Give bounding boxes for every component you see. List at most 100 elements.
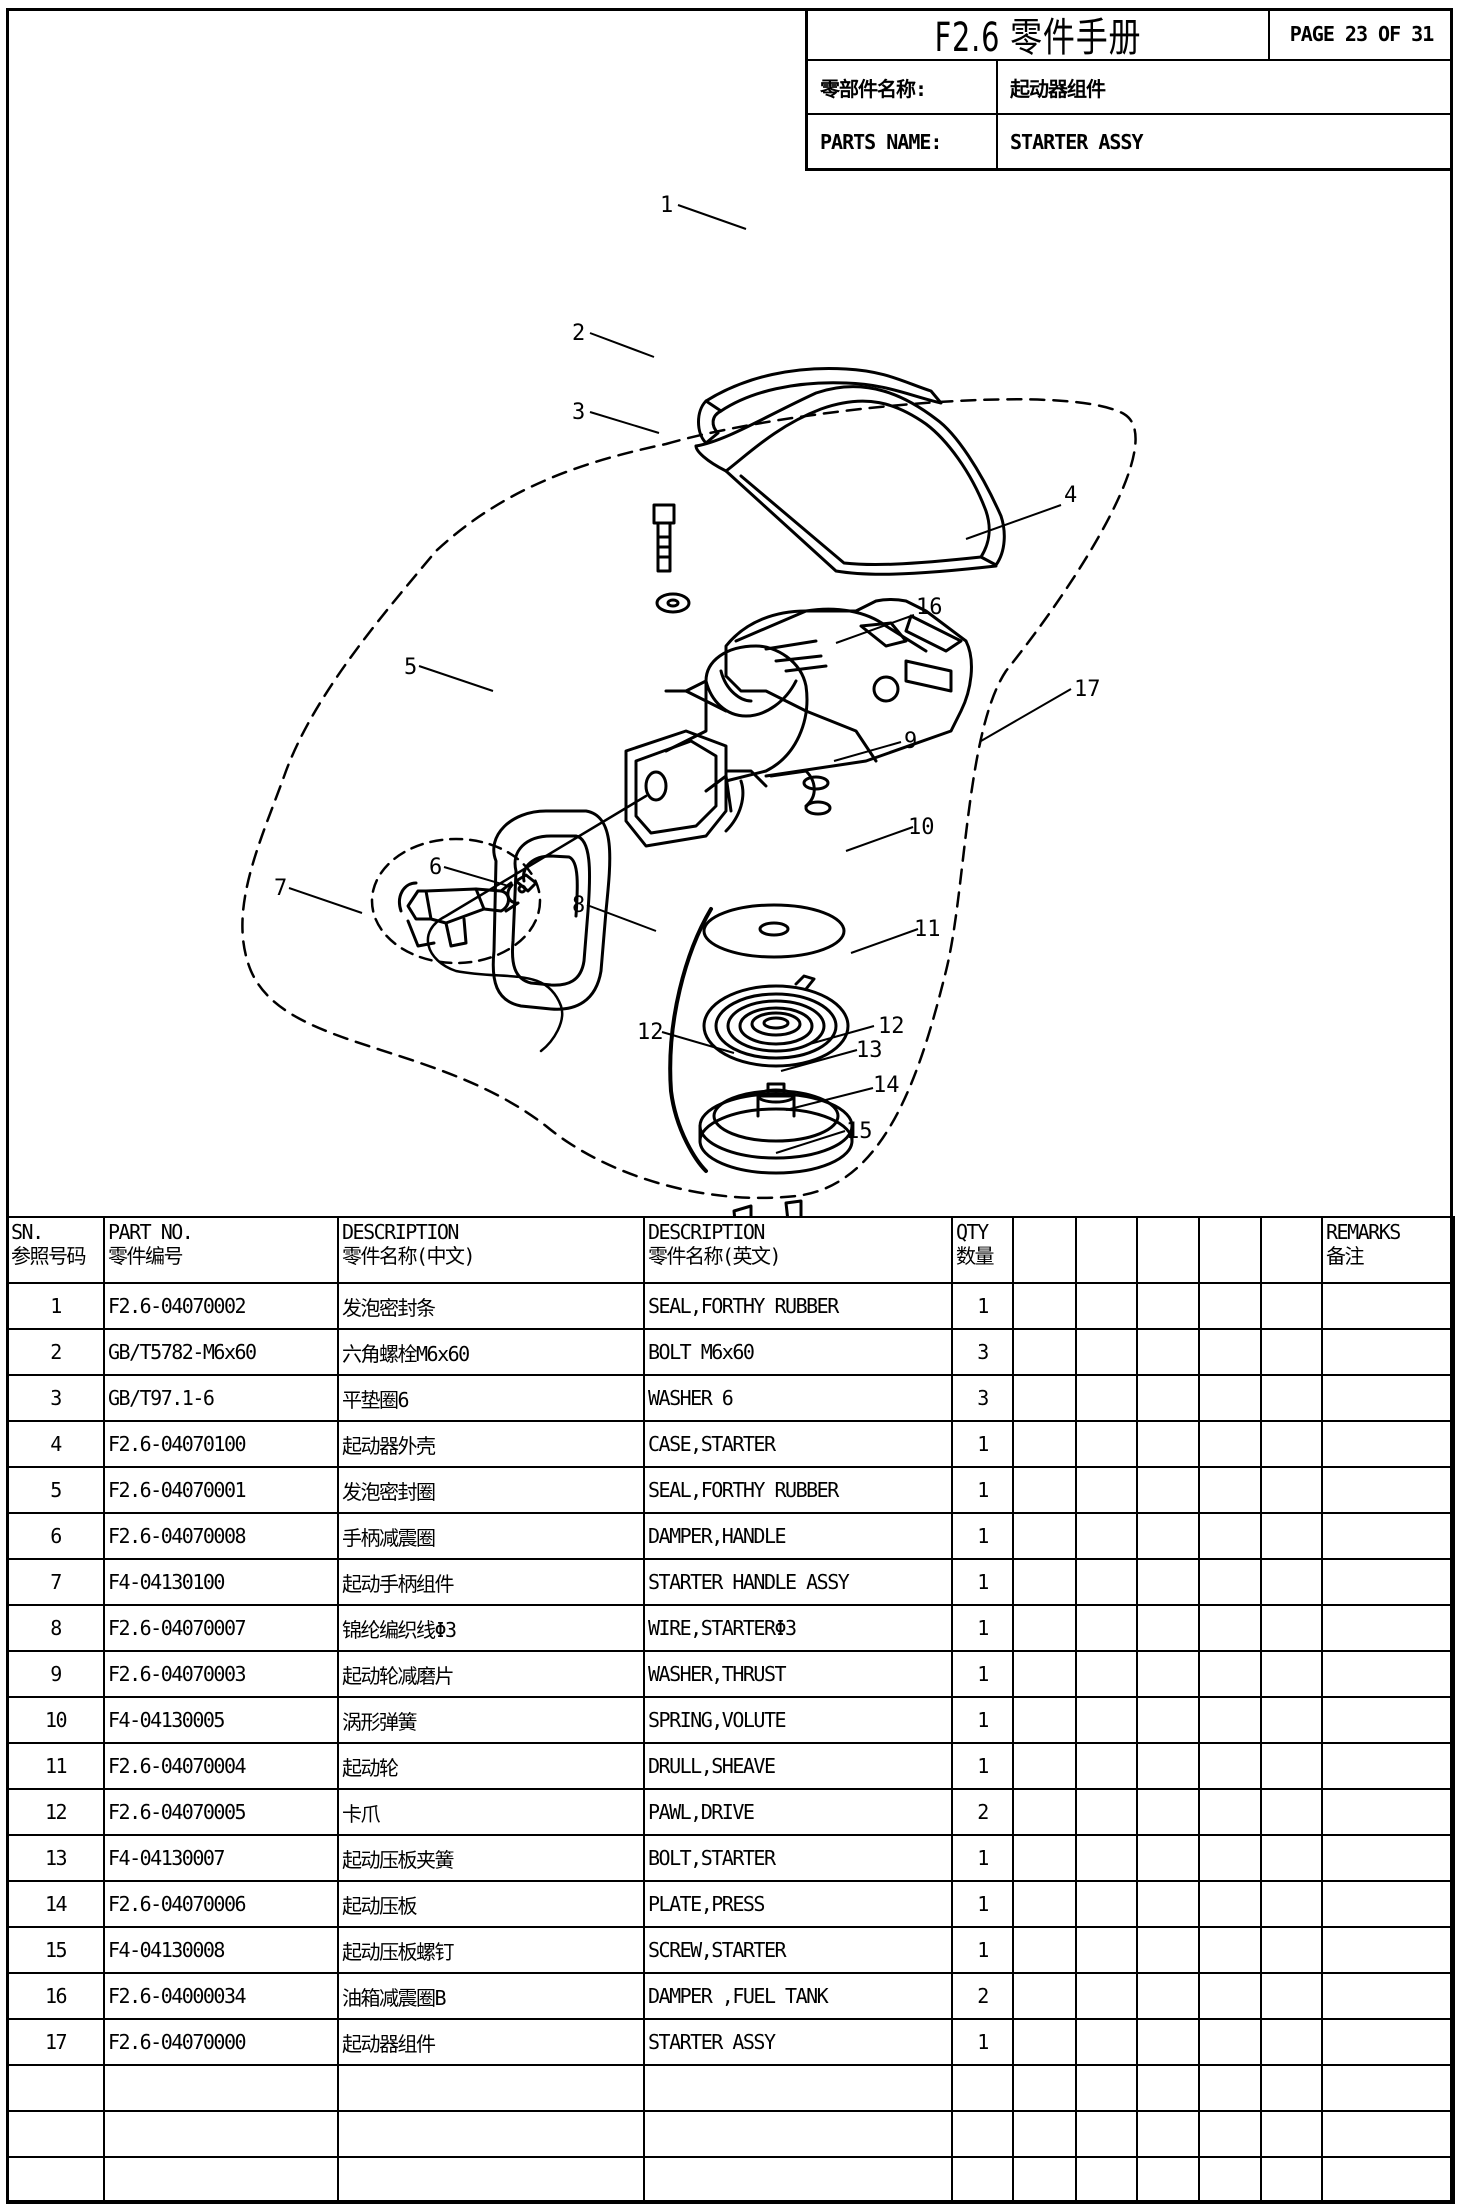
- cell-blank: [1198, 1834, 1262, 1882]
- cell-blank: [1198, 2018, 1262, 2066]
- cell-part: F2.6-04070002: [103, 1282, 339, 1330]
- cell-blank: [1075, 1788, 1138, 1836]
- cell-empty: [1075, 2110, 1138, 2158]
- cell-blank: [1012, 1880, 1077, 1928]
- cell-blank: [1075, 1328, 1138, 1376]
- cell-empty: [1198, 2110, 1262, 2158]
- cell-en: WASHER,THRUST: [643, 1650, 953, 1698]
- page-number: PAGE 23 OF 31: [1268, 8, 1453, 59]
- callout-8: 8: [572, 893, 586, 918]
- cell-blank: [1012, 1742, 1077, 1790]
- cell-blank: [1198, 1604, 1262, 1652]
- header-part-no: PART NO.零件编号: [103, 1216, 339, 1284]
- cell-qty: 1: [951, 1880, 1014, 1928]
- cell-empty: [103, 2064, 339, 2112]
- callout-15: 15: [846, 1119, 873, 1144]
- volute-spring-part: [702, 974, 850, 1068]
- cell-remarks: [1321, 1834, 1455, 1882]
- cell-qty: 1: [951, 1420, 1014, 1468]
- cell-blank: [1260, 1926, 1323, 1974]
- cell-empty: [643, 2156, 953, 2204]
- cell-cn: 锦纶编织线Φ3: [337, 1604, 645, 1652]
- callout-10: 10: [908, 815, 935, 840]
- pawl-part-left: [732, 1204, 753, 1216]
- cell-sn: 9: [6, 1650, 105, 1698]
- cell-blank: [1075, 1512, 1138, 1560]
- cell-remarks: [1321, 1420, 1455, 1468]
- cell-empty: [1321, 2156, 1455, 2204]
- cell-en: STARTER ASSY: [643, 2018, 953, 2066]
- cell-part: F2.6-04000034: [103, 1972, 339, 2020]
- cell-empty: [1260, 2110, 1323, 2158]
- cell-sn: 3: [6, 1374, 105, 1422]
- cell-remarks: [1321, 1558, 1455, 1606]
- cell-blank: [1075, 1742, 1138, 1790]
- table-row-empty: [6, 2110, 1455, 2158]
- washer-part: [655, 592, 691, 614]
- cell-cn: 起动压板: [337, 1880, 645, 1928]
- cell-blank: [1136, 1696, 1200, 1744]
- cell-blank: [1136, 1880, 1200, 1928]
- thrust-washer-part: [702, 903, 846, 959]
- cell-empty: [1012, 2156, 1077, 2204]
- cell-qty: 1: [951, 1558, 1014, 1606]
- cell-remarks: [1321, 1650, 1455, 1698]
- cell-sn: 1: [6, 1282, 105, 1330]
- cell-en: SEAL,FORTHY RUBBER: [643, 1282, 953, 1330]
- cell-cn: 起动轮: [337, 1742, 645, 1790]
- cell-blank: [1012, 2018, 1077, 2066]
- cell-empty: [6, 2110, 105, 2158]
- cell-part: F2.6-04070000: [103, 2018, 339, 2066]
- fuel-tank-damper-part: [802, 775, 832, 816]
- cell-blank: [1012, 1834, 1077, 1882]
- cell-empty: [103, 2156, 339, 2204]
- cell-empty: [337, 2110, 645, 2158]
- seal-ring-part: [491, 809, 612, 1011]
- cell-part: F4-04130005: [103, 1696, 339, 1744]
- cell-en: BOLT M6x60: [643, 1328, 953, 1376]
- cell-qty: 1: [951, 1926, 1014, 1974]
- callout-12b: 12: [878, 1014, 905, 1039]
- cell-remarks: [1321, 2018, 1455, 2066]
- cell-part: GB/T5782-M6x60: [103, 1328, 339, 1376]
- callout-5: 5: [404, 655, 418, 680]
- handle-group-outline: [370, 837, 542, 965]
- cell-blank: [1260, 1374, 1323, 1422]
- cell-cn: 起动轮减磨片: [337, 1650, 645, 1698]
- callout-7: 7: [274, 876, 288, 901]
- cell-empty: [643, 2110, 953, 2158]
- name-row-cn: 零部件名称: 起动器组件: [808, 61, 1453, 115]
- cell-empty: [337, 2064, 645, 2112]
- cell-empty: [1321, 2064, 1455, 2112]
- cell-blank: [1198, 1282, 1262, 1330]
- cell-blank: [1012, 1650, 1077, 1698]
- header-sn: SN.参照号码: [6, 1216, 105, 1284]
- starter-assy-boundary: [241, 398, 1137, 1200]
- cell-sn: 6: [6, 1512, 105, 1560]
- cell-part: F2.6-04070004: [103, 1742, 339, 1790]
- cell-blank: [1136, 1466, 1200, 1514]
- cell-remarks: [1321, 1880, 1455, 1928]
- cell-blank: [1136, 1282, 1200, 1330]
- callout-9: 9: [904, 729, 918, 754]
- name-row-en: PARTS NAME: STARTER ASSY: [808, 115, 1453, 168]
- cell-empty: [1136, 2110, 1200, 2158]
- cell-sn: 11: [6, 1742, 105, 1790]
- cell-empty: [337, 2156, 645, 2204]
- cell-qty: 1: [951, 1512, 1014, 1560]
- callout-6: 6: [429, 855, 443, 880]
- rope-line: [426, 794, 648, 1053]
- cell-blank: [1260, 1512, 1323, 1560]
- cell-qty: 1: [951, 2018, 1014, 2066]
- cell-blank: [1012, 1420, 1077, 1468]
- cell-en: DAMPER ,FUEL TANK: [643, 1972, 953, 2020]
